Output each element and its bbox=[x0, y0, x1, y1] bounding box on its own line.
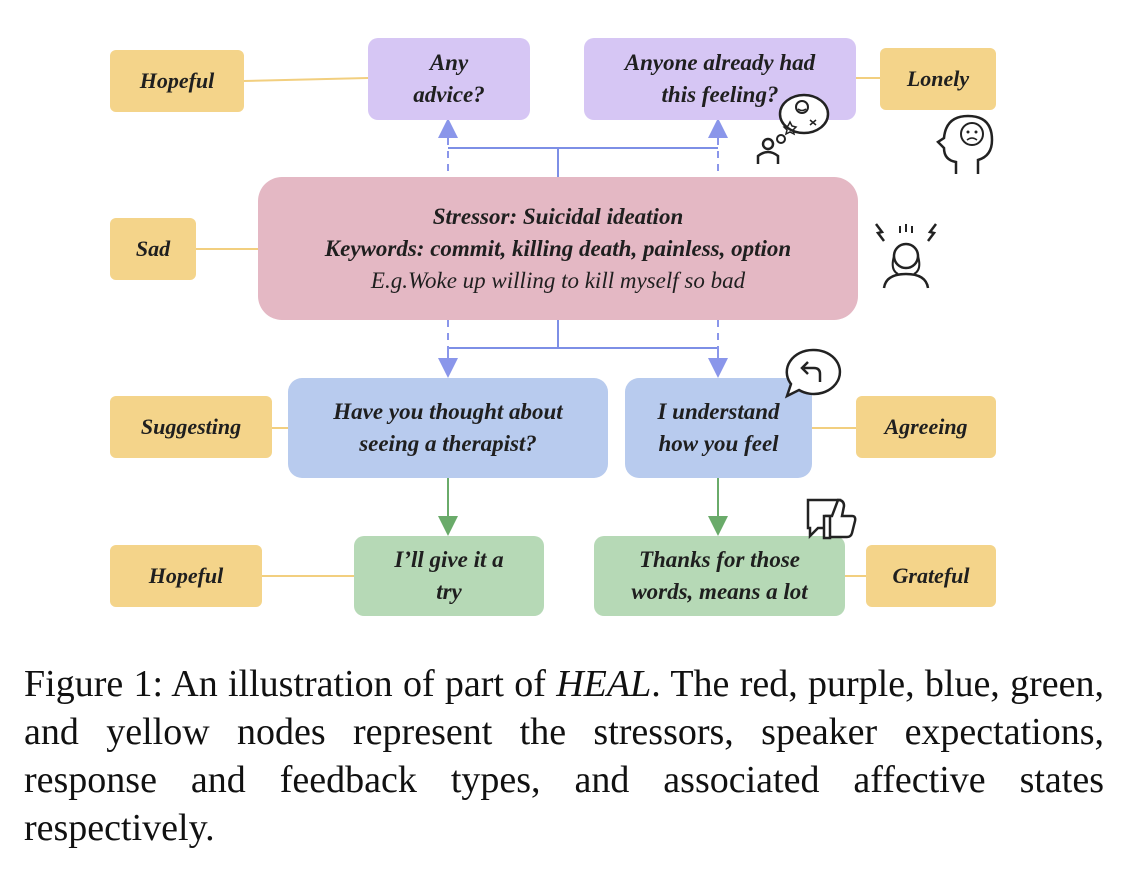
caption-suffix: . The red, purple, blue, green, and yell… bbox=[24, 663, 1104, 849]
caption-prefix: Figure 1: An illustration of part of bbox=[24, 663, 557, 705]
affect-node-grateful: Grateful bbox=[866, 545, 996, 607]
figure-caption: Figure 1: An illustration of part of HEA… bbox=[24, 660, 1104, 852]
stressor-title: Stressor: Suicidal ideation bbox=[432, 203, 684, 229]
stressed-person-icon bbox=[875, 223, 937, 289]
feedback-arrows bbox=[438, 478, 728, 536]
affect-node-sad: Sad bbox=[110, 218, 196, 280]
affect-connectors bbox=[196, 77, 880, 577]
caption-emphasis: HEAL bbox=[556, 663, 652, 705]
stressor-keywords: Keywords: commit, killing death, painles… bbox=[324, 235, 792, 261]
thought-bubble-person-icon bbox=[756, 93, 830, 164]
heal-diagram: Hopeful Lonely Sad Suggesting Agreeing H… bbox=[110, 38, 996, 616]
reply-bubble-icon bbox=[784, 348, 842, 399]
stressor-node: Stressor: Suicidal ideation Keywords: co… bbox=[258, 177, 858, 320]
affect-node-hopeful-bottom: Hopeful bbox=[110, 545, 262, 607]
stressor-example: E.g.Woke up willing to kill myself so ba… bbox=[370, 267, 746, 293]
thumbs-up-bubble-icon bbox=[806, 498, 857, 540]
affect-node-lonely: Lonely bbox=[880, 48, 996, 110]
worried-head-icon bbox=[936, 114, 994, 174]
affect-node-suggesting: Suggesting bbox=[110, 396, 272, 458]
affect-node-hopeful-top: Hopeful bbox=[110, 50, 244, 112]
affect-node-agreeing: Agreeing bbox=[856, 396, 996, 458]
expectation-brackets bbox=[448, 147, 718, 349]
